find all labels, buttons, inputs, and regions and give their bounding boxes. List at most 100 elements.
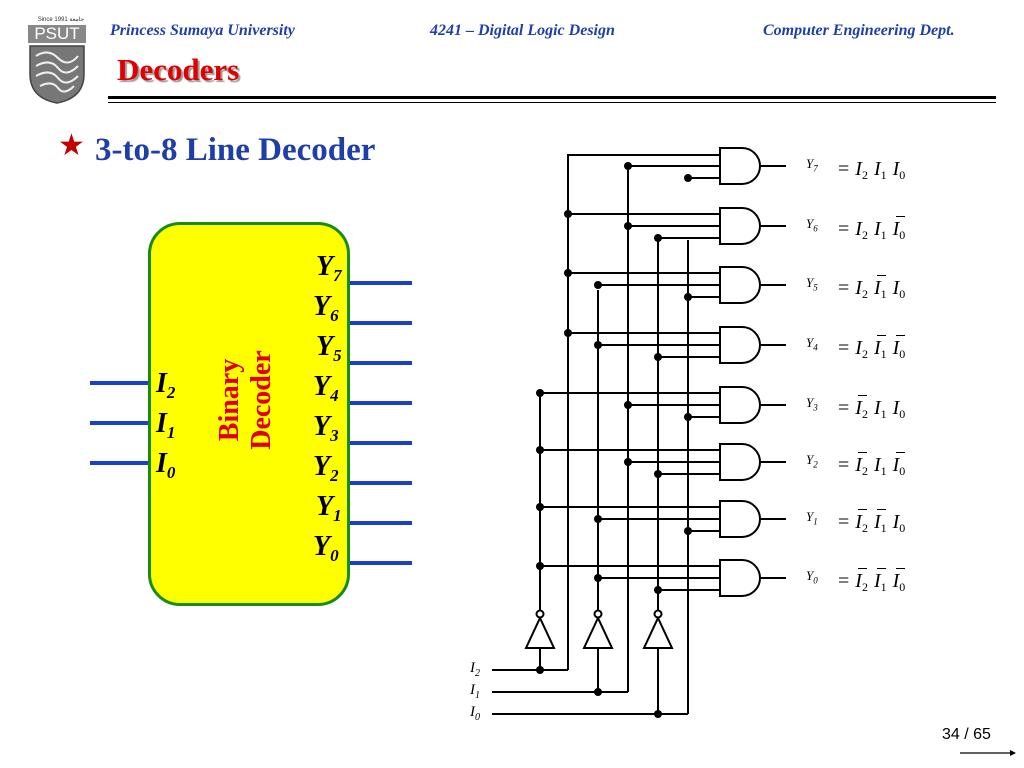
junction-dot [684,293,692,301]
circuit-input-label: I0 [470,704,480,723]
junction-dot [594,341,602,349]
slide-title: Decoders [117,52,240,87]
junction-dot [536,562,544,570]
literal: I1 [873,397,887,421]
complemented-literal: I2 [855,509,868,535]
complemented-literal: I2 [855,395,868,421]
junction-dot [564,269,572,277]
complemented-literal: I2 [855,568,868,594]
output-wire [350,401,412,405]
junction-dot [624,222,632,230]
complemented-literal: I2 [855,452,868,478]
complemented-literal: I0 [892,216,906,242]
block-output-label: Y2 [313,451,339,486]
circuit-input-label: I1 [470,682,480,701]
psut-logo: Since 1991 جامعة PSUT [22,16,94,106]
junction-dot [536,446,544,454]
output-wire [350,361,412,365]
header-university: Princess Sumaya University [110,22,295,39]
equation-output-label: Y6 [806,216,818,234]
junction-dot [684,527,692,535]
output-wire [350,281,412,285]
junction-dot [594,515,602,523]
junction-dot [654,586,662,594]
literal: I2 [855,218,868,242]
inverter-gate [524,615,556,649]
block-input-label: I1 [156,408,176,443]
block-output-label: Y6 [313,291,339,326]
decoder-block [148,222,350,606]
header-rule-thin [108,102,996,103]
input-wire [90,421,148,425]
and-gate [719,147,761,185]
junction-dot [654,353,662,361]
block-output-label: Y7 [316,251,342,286]
literal: I0 [892,277,906,301]
junction-dot [654,470,662,478]
complemented-literal: I0 [892,452,906,478]
and-gate [719,207,761,245]
literal: I0 [892,511,906,535]
star-bullet-icon: ★ [58,129,85,162]
equation-output-label: Y7 [806,156,818,174]
output-wire [350,441,412,445]
and-gate [719,386,761,424]
literal: I1 [873,218,887,242]
junction-dot [594,281,602,289]
block-input-label: I0 [156,448,176,483]
block-output-label: Y5 [316,331,342,366]
and-gate [719,266,761,304]
equation-output-label: Y5 [806,275,818,293]
equation-output-label: Y3 [806,395,818,413]
junction-dot [536,389,544,397]
complemented-literal: I1 [873,275,887,301]
output-wire [350,321,412,325]
literal: I1 [873,158,887,182]
junction-dot [564,329,572,337]
block-output-label: Y1 [316,491,342,526]
circuit-input-label: I2 [470,660,480,679]
and-gate [719,443,761,481]
complemented-literal: I0 [892,335,906,361]
complemented-literal: I1 [873,335,887,361]
header-department: Computer Engineering Dept. [763,22,955,39]
literal: I0 [892,397,906,421]
inverter-bubble [653,609,663,619]
inverter-gate [582,615,614,649]
university-crest-icon [29,45,85,104]
junction-dot [684,413,692,421]
output-wire [350,561,412,565]
header-course: 4241 – Digital Logic Design [430,22,615,39]
junction-dot [564,210,572,218]
and-gate [719,326,761,364]
equation-output-label: Y1 [806,509,818,527]
inverter-bubble [535,609,545,619]
page-indicator: 34 / 65 [942,726,991,743]
and-gate [719,500,761,538]
junction-dot [594,574,602,582]
junction-dot [684,174,692,182]
slide-subtitle: 3-to-8 Line Decoder [95,132,376,168]
inverter-bubble [593,609,603,619]
junction-dot [624,401,632,409]
junction-dot [536,503,544,511]
equation-output-label: Y0 [806,568,818,586]
output-wire [350,481,412,485]
block-output-label: Y0 [313,531,339,566]
inverter-gate [642,615,674,649]
equation-output-label: Y2 [806,452,818,470]
input-wire [90,461,148,465]
next-arrow-icon [960,750,1016,756]
logo-psut-text: PSUT [28,25,86,43]
and-gate [719,559,761,597]
logo-since-text: Since 1991 جامعة [37,17,85,23]
literal: I2 [855,158,868,182]
block-input-label: I2 [156,368,176,403]
literal: I0 [892,158,906,182]
junction-dot [624,162,632,170]
complemented-literal: I1 [873,509,887,535]
